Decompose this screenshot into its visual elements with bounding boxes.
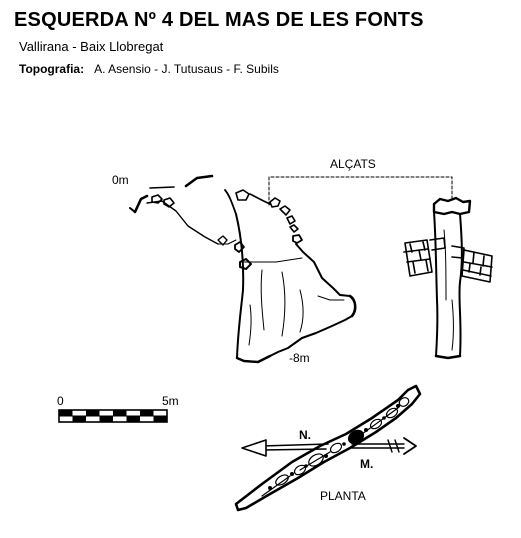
topography-credits: Topografia: A. Asensio - J. Tutusaus - F.… xyxy=(19,62,279,76)
scale-start-label: 0 xyxy=(57,394,64,408)
elevation-section xyxy=(129,174,493,364)
magnetic-label: M. xyxy=(360,457,373,471)
topography-label: Topografia: xyxy=(19,62,85,76)
survey-title: ESQUERDA Nº 4 DEL MAS DE LES FONTS xyxy=(14,9,424,31)
brick-wall-right xyxy=(451,245,493,283)
plan-sediment xyxy=(268,397,410,491)
bottom-depth-label: -8m xyxy=(289,351,310,365)
north-label: N. xyxy=(299,428,311,442)
right-wall xyxy=(235,193,357,364)
brick-wall-left xyxy=(403,237,446,277)
elevation-label: ALÇATS xyxy=(330,157,376,171)
plan-view xyxy=(234,384,422,512)
shaft-elevation xyxy=(268,176,472,360)
magnetic-arrow-icon xyxy=(351,437,417,455)
location-subtitle: Vallirana - Baix Llobregat xyxy=(19,39,164,54)
scale-end-label: 5m xyxy=(162,394,179,408)
cave-entrance xyxy=(129,174,214,214)
scale-bar xyxy=(58,409,168,423)
north-arrow-icon xyxy=(241,439,329,457)
top-depth-label: 0m xyxy=(112,173,129,187)
interior-detail xyxy=(217,239,345,346)
plan-label: PLANTA xyxy=(320,489,366,503)
left-wall xyxy=(146,189,252,359)
topography-authors: A. Asensio - J. Tutusaus - F. Subils xyxy=(94,62,279,76)
